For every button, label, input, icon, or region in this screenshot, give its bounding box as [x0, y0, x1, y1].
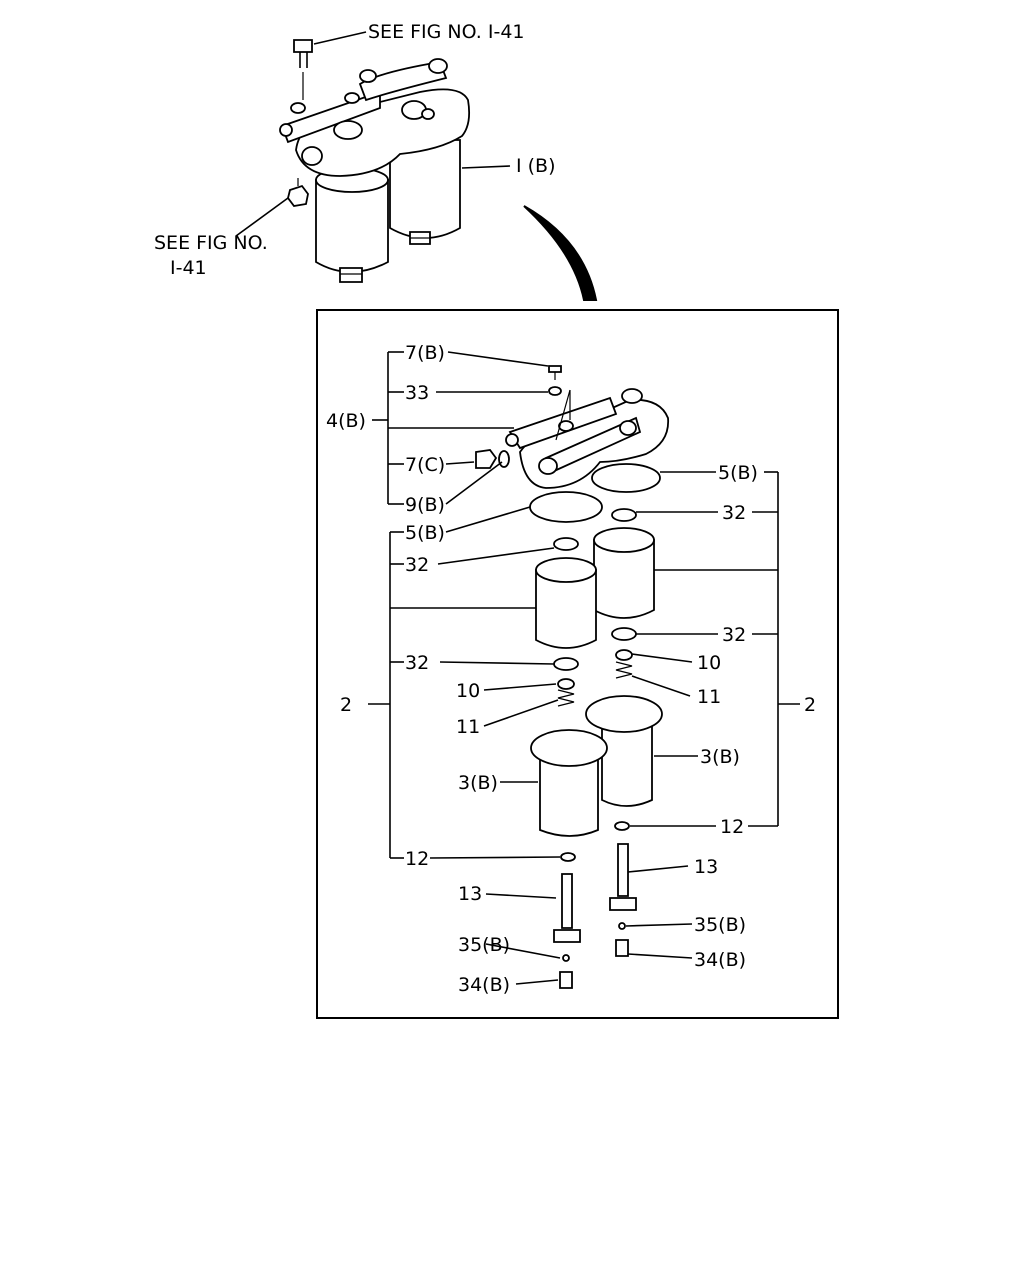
callout-32-right-upper: 32	[722, 502, 746, 524]
o-ring-35b-right	[618, 922, 626, 930]
filter-head-4b	[505, 388, 669, 489]
callout-5b-right: 5(B)	[718, 462, 758, 484]
callout-12-left: 12	[405, 848, 429, 870]
callout-7c: 7(C)	[405, 454, 445, 476]
callout-2-right: 2	[804, 694, 816, 716]
o-ring-12-left	[560, 852, 576, 862]
callout-5b-left: 5(B)	[405, 522, 445, 544]
washer-33	[548, 386, 562, 396]
callout-32-left-upper: 32	[405, 554, 429, 576]
washer-9b	[498, 450, 510, 468]
detail-arrow	[523, 205, 598, 301]
o-ring-35b-left	[562, 954, 570, 962]
screw-7b	[548, 365, 562, 380]
callout-35b-right: 35(B)	[694, 914, 746, 936]
overview-filter-assembly	[235, 31, 511, 283]
callout-32-left-lower: 32	[405, 652, 429, 674]
callout-11-left: 11	[456, 716, 480, 738]
callout-11-right: 11	[697, 686, 721, 708]
leader-lines	[368, 351, 800, 985]
callout-10-left: 10	[456, 680, 480, 702]
callout-9b: 9(B)	[405, 494, 445, 516]
callout-3b-left: 3(B)	[458, 772, 498, 794]
callout-33: 33	[405, 382, 429, 404]
callout-13-right: 13	[694, 856, 718, 878]
gasket-5b-right	[591, 463, 661, 493]
callout-3b-right: 3(B)	[700, 746, 740, 768]
see-fig-label-left-line2: I-41	[170, 257, 207, 279]
callout-34b-right: 34(B)	[694, 949, 746, 971]
plug-7c	[475, 449, 498, 469]
assembly-callout-1b: I (B)	[516, 155, 556, 177]
filter-element-left	[535, 537, 597, 707]
gasket-5b-left	[529, 491, 603, 523]
center-bolt-13-left	[553, 873, 581, 943]
callout-32-right-lower: 32	[722, 624, 746, 646]
filter-element-right	[593, 508, 655, 679]
callout-4b: 4(B)	[326, 410, 366, 432]
drain-plug-34b-right	[615, 939, 629, 957]
case-3b-left	[530, 729, 608, 837]
center-bolt-13-right	[609, 843, 637, 911]
detail-frame	[316, 309, 839, 1019]
callout-10-right: 10	[697, 652, 721, 674]
see-fig-label-left-line1: SEE FIG NO.	[154, 232, 268, 254]
callout-34b-left: 34(B)	[458, 974, 510, 996]
callout-12-right: 12	[720, 816, 744, 838]
callout-35b-left: 35(B)	[458, 934, 510, 956]
case-3b-right	[585, 695, 663, 807]
callout-7b: 7(B)	[405, 342, 445, 364]
see-fig-label-top: SEE FIG NO. I-41	[368, 21, 525, 43]
drain-plug-34b-left	[559, 971, 573, 989]
o-ring-12-right	[614, 821, 630, 831]
callout-2-left: 2	[340, 694, 352, 716]
callout-13-left: 13	[458, 883, 482, 905]
